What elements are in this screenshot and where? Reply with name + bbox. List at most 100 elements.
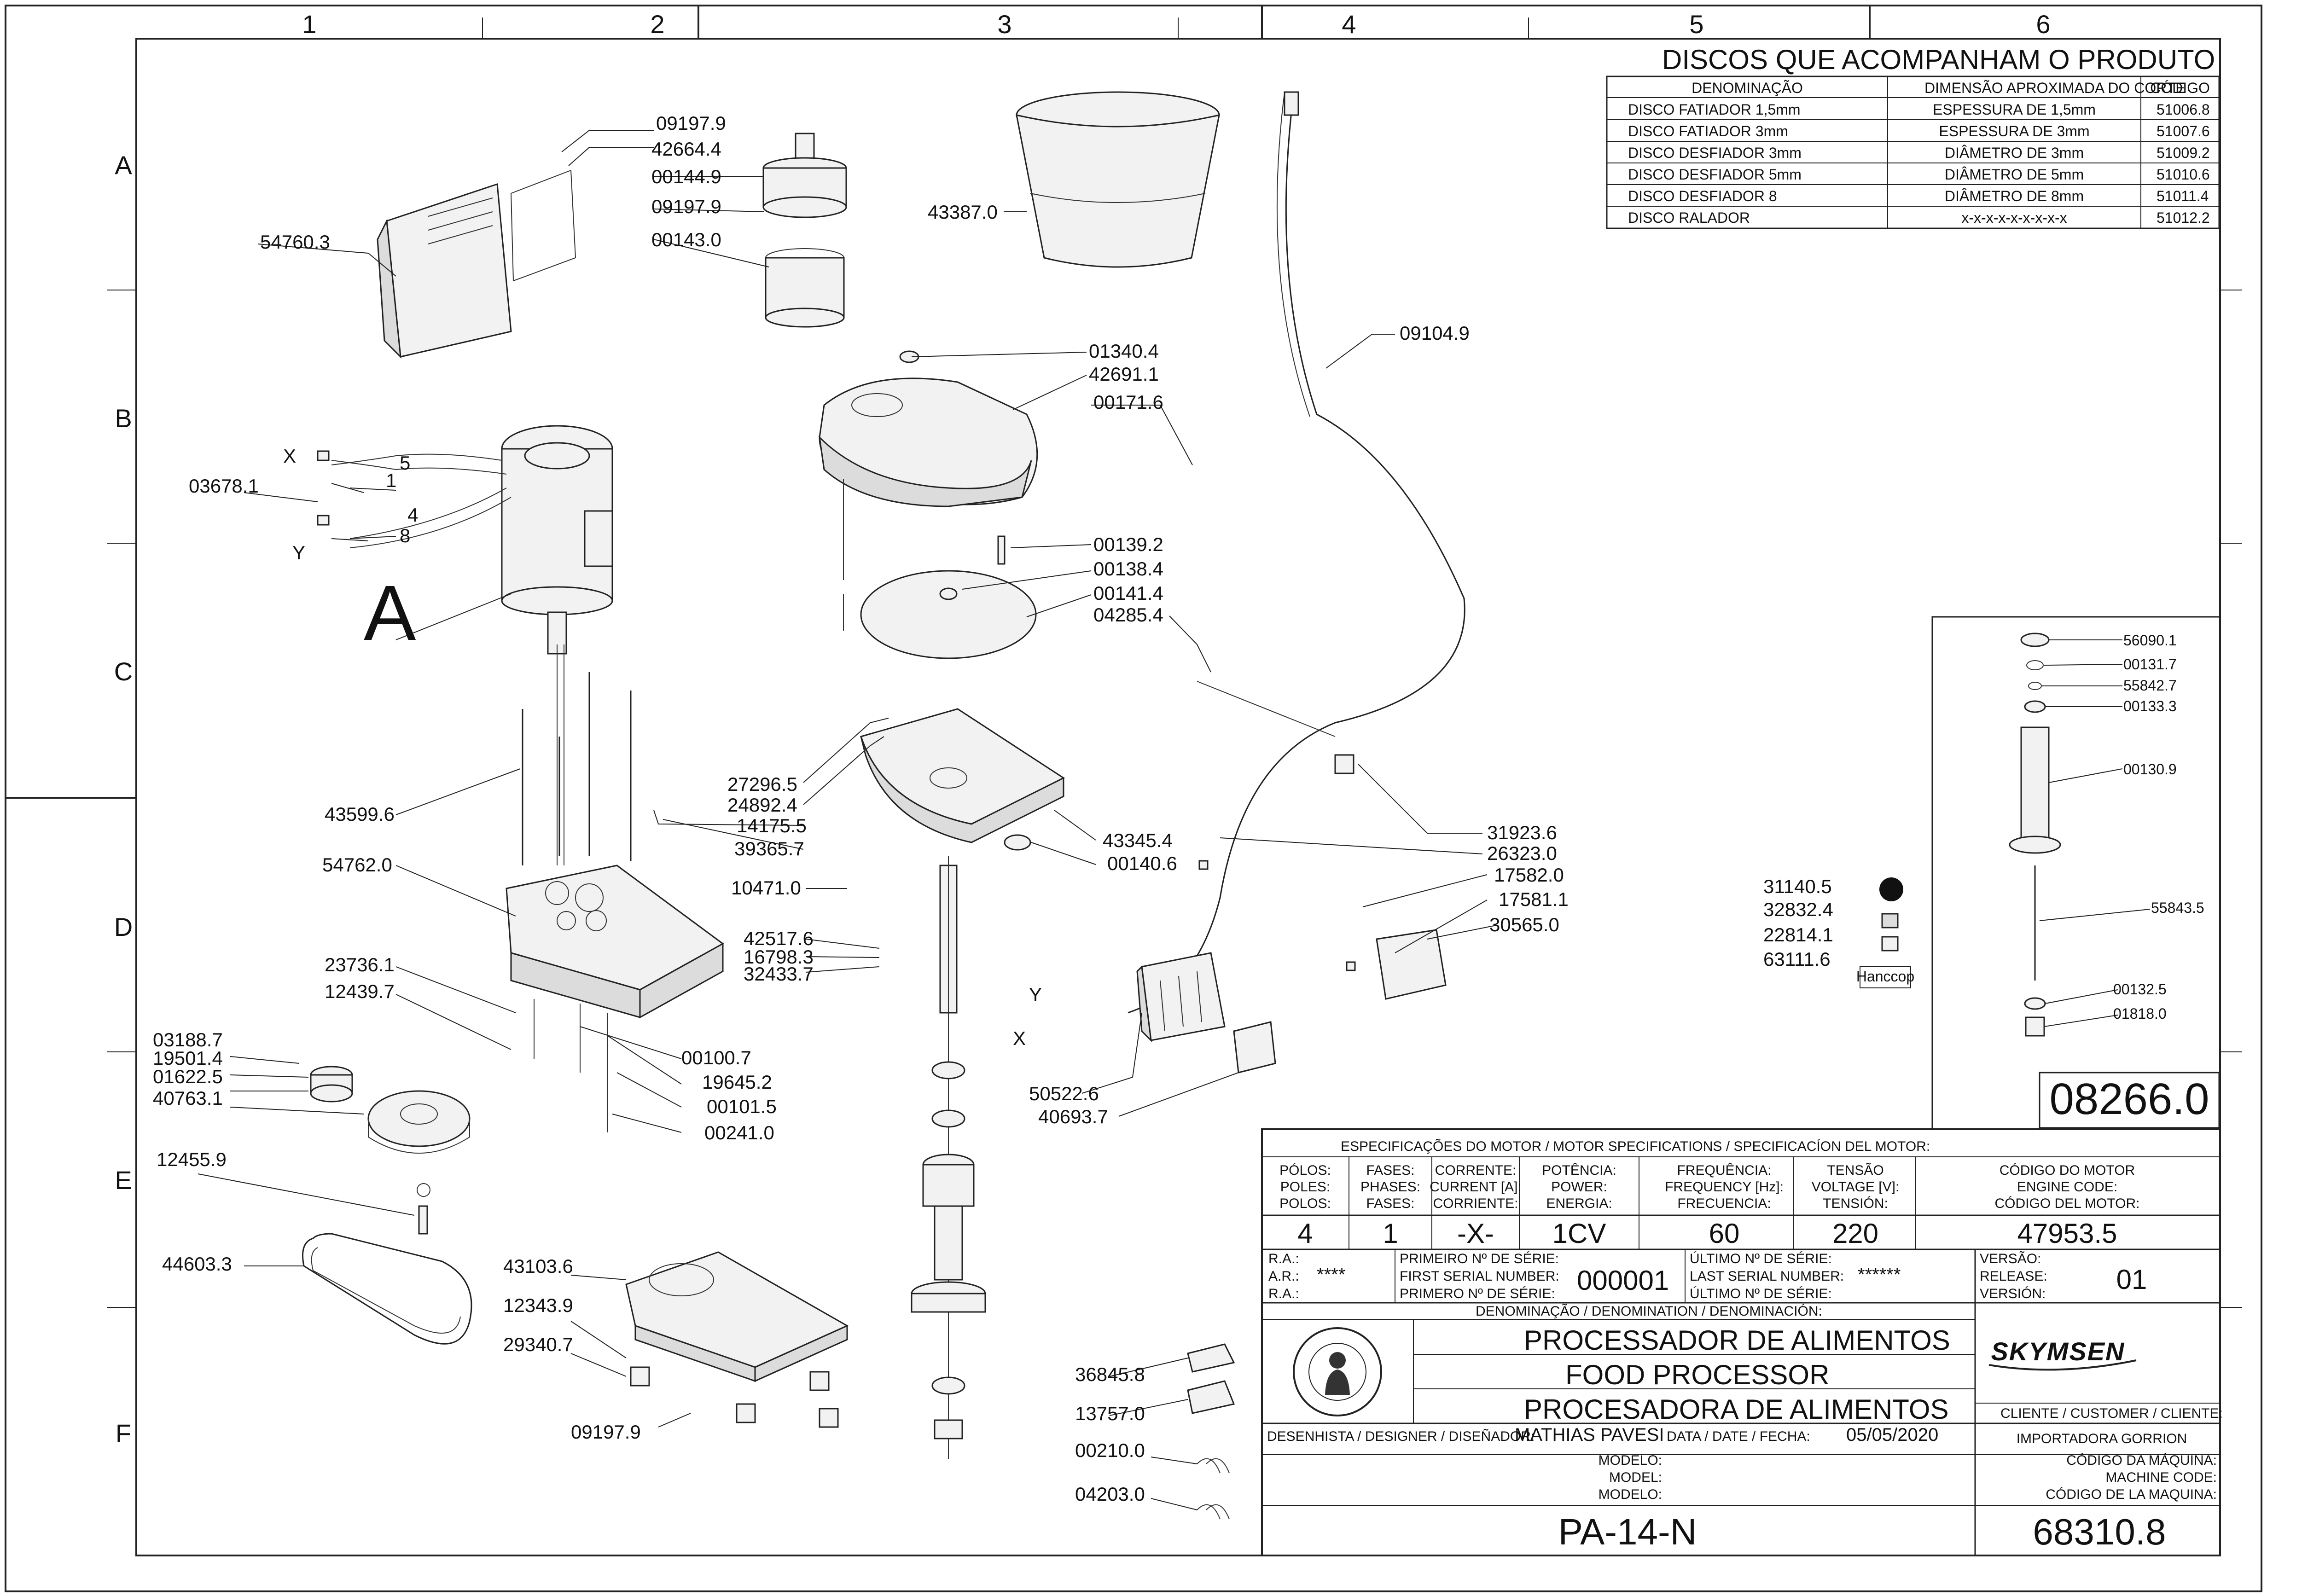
disc-code: 51010.6 (2157, 166, 2210, 183)
ra-label: A.R.: (1268, 1269, 1299, 1284)
disc-name: DISCO DESFIADOR 8 (1628, 188, 1777, 204)
model-label: MODELO: (1599, 1487, 1662, 1502)
illustration-power-cord (1128, 91, 1465, 1014)
illustration-pulleys (302, 1066, 472, 1345)
part-labels: 09197.9 42664.4 00144.9 09197.9 00143.0 … (153, 112, 2204, 1505)
part-label: Y (292, 542, 305, 563)
part-label: 43103.6 (503, 1255, 573, 1277)
part-label: 00144.9 (651, 166, 721, 187)
part-label: 43345.4 (1103, 830, 1173, 851)
part-label: 43599.6 (325, 803, 395, 825)
disc-name: DISCO DESFIADOR 5mm (1628, 166, 1802, 183)
part-label: 00138.4 (1093, 558, 1163, 580)
part-label: 40763.1 (153, 1087, 223, 1109)
last-serial-label: ÚLTIMO Nº DE SÉRIE: (1690, 1251, 1832, 1266)
disc-dimension: x-x-x-x-x-x-x-x-x (1961, 209, 2067, 226)
shaft-detail-label: 56090.1 (2123, 632, 2177, 649)
disc-dimension: ESPESSURA DE 3mm (1939, 123, 2089, 139)
shaft-detail-label: 55843.5 (2151, 900, 2204, 916)
part-label: 01622.5 (153, 1066, 223, 1087)
client-value: IMPORTADORA GORRION (2017, 1431, 2187, 1446)
spec-header: TENSIÓN: (1823, 1196, 1888, 1211)
column-markers: 1 2 3 4 5 6 (302, 10, 2050, 39)
spec-header: VOLTAGE [V]: (1812, 1179, 1900, 1195)
disc-name: DISCO FATIADOR 3mm (1628, 123, 1788, 139)
discs-header-code: CÓDIGO (2150, 80, 2210, 96)
disc-code: 51007.6 (2157, 123, 2210, 139)
spec-header: POTÊNCIA: (1542, 1163, 1616, 1178)
spec-header: PHASES: (1360, 1179, 1420, 1195)
illustration-rods (522, 644, 632, 865)
spec-value-frequency: 60 (1709, 1218, 1740, 1249)
discs-table: DISCOS QUE ACOMPANHAM O PRODUTO DENOMINA… (1606, 44, 2220, 229)
denomination-label: DENOMINAÇÃO / DENOMINATION / DENOMINACIÓ… (1476, 1303, 1822, 1319)
row-marker: C (114, 657, 133, 686)
spec-value-phases: 1 (1383, 1218, 1398, 1249)
illustration-pusher (762, 133, 847, 328)
spec-header: POWER: (1551, 1179, 1607, 1195)
first-serial-label: FIRST SERIAL NUMBER: (1400, 1269, 1559, 1284)
illustration-small-parts: Hanccop (1187, 877, 1914, 1520)
part-label: 00241.0 (704, 1122, 774, 1143)
ra-label: R.A.: (1268, 1286, 1299, 1301)
spec-header: FRECUENCIA: (1677, 1196, 1771, 1211)
disc-name: DISCO RALADOR (1628, 209, 1750, 226)
illustration-lid (818, 350, 1038, 580)
illustration-housing (506, 865, 724, 1132)
part-label: 63111.6 (1763, 948, 1831, 970)
disc-name: DISCO DESFIADOR 3mm (1628, 145, 1802, 161)
shaft-detail-label: 00133.3 (2123, 698, 2177, 714)
spec-header: FASES: (1366, 1196, 1414, 1211)
shaft-detail-label: 01818.0 (2113, 1005, 2167, 1022)
part-label: 5 (400, 452, 410, 474)
date-value: 05/05/2020 (1846, 1425, 1938, 1445)
last-serial-value: ****** (1858, 1265, 1901, 1285)
illustration-control-box (377, 169, 576, 359)
illustration-base-plate (860, 708, 1065, 851)
disc-dimension: DIÂMETRO DE 5mm (1945, 166, 2084, 183)
detail-code: 08266.0 (2049, 1074, 2209, 1124)
product-name-en: FOOD PROCESSOR (1565, 1359, 1829, 1390)
part-label: 04203.0 (1075, 1483, 1145, 1505)
client-label: CLIENTE / CUSTOMER / CLIENTE: (2000, 1406, 2223, 1421)
part-label: 03678.1 (189, 475, 259, 497)
motor-spec-block: ESPECIFICAÇÕES DO MOTOR / MOTOR SPECIFIC… (1261, 1128, 2221, 1556)
part-label: 12455.9 (157, 1149, 227, 1170)
spec-header: ENGINE CODE: (2017, 1179, 2117, 1195)
spec-header: CURRENT [A]: (1430, 1179, 1521, 1195)
part-label: 29340.7 (503, 1334, 573, 1355)
part-label: 00143.0 (651, 229, 721, 250)
disc-dimension: DIÂMETRO DE 3mm (1945, 145, 2084, 161)
spec-value-poles: 4 (1297, 1218, 1313, 1249)
part-label: 14175.5 (737, 815, 807, 836)
part-label: 04285.4 (1093, 604, 1163, 626)
machine-code-label: MACHINE CODE: (2105, 1470, 2217, 1485)
part-label: 00100.7 (681, 1047, 751, 1068)
part-label: 17581.1 (1499, 888, 1569, 910)
column-marker: 4 (1342, 10, 1356, 39)
part-label: 19501.4 (153, 1047, 223, 1069)
version-label: VERSIÓN: (1980, 1286, 2046, 1301)
first-serial-label: PRIMERO Nº DE SÉRIE: (1400, 1286, 1555, 1301)
part-label: 32832.4 (1763, 899, 1833, 920)
part-label: 01340.4 (1089, 340, 1159, 362)
part-label: 42691.1 (1089, 363, 1159, 385)
part-label: 22814.1 (1763, 924, 1833, 946)
machine-code-value: 68310.8 (2033, 1511, 2166, 1552)
disc-code: 51009.2 (2157, 145, 2210, 161)
illustration-contactor (1136, 754, 1447, 1074)
part-label: 32433.7 (744, 963, 814, 985)
spec-value-current: -X- (1457, 1218, 1494, 1249)
part-label: 00171.6 (1093, 391, 1163, 413)
part-label: 00139.2 (1093, 534, 1163, 555)
part-label: 00210.0 (1075, 1439, 1145, 1461)
part-label: 54762.0 (322, 854, 392, 876)
row-marker: E (115, 1166, 132, 1195)
spec-value-engine-code: 47953.5 (2017, 1218, 2117, 1249)
sticker-label: Hanccop (1856, 968, 1914, 985)
part-label: 31923.6 (1487, 822, 1557, 843)
last-serial-label: LAST SERIAL NUMBER: (1690, 1269, 1844, 1284)
version-label: VERSÃO: (1980, 1251, 2041, 1266)
part-label: 27296.5 (727, 773, 797, 795)
